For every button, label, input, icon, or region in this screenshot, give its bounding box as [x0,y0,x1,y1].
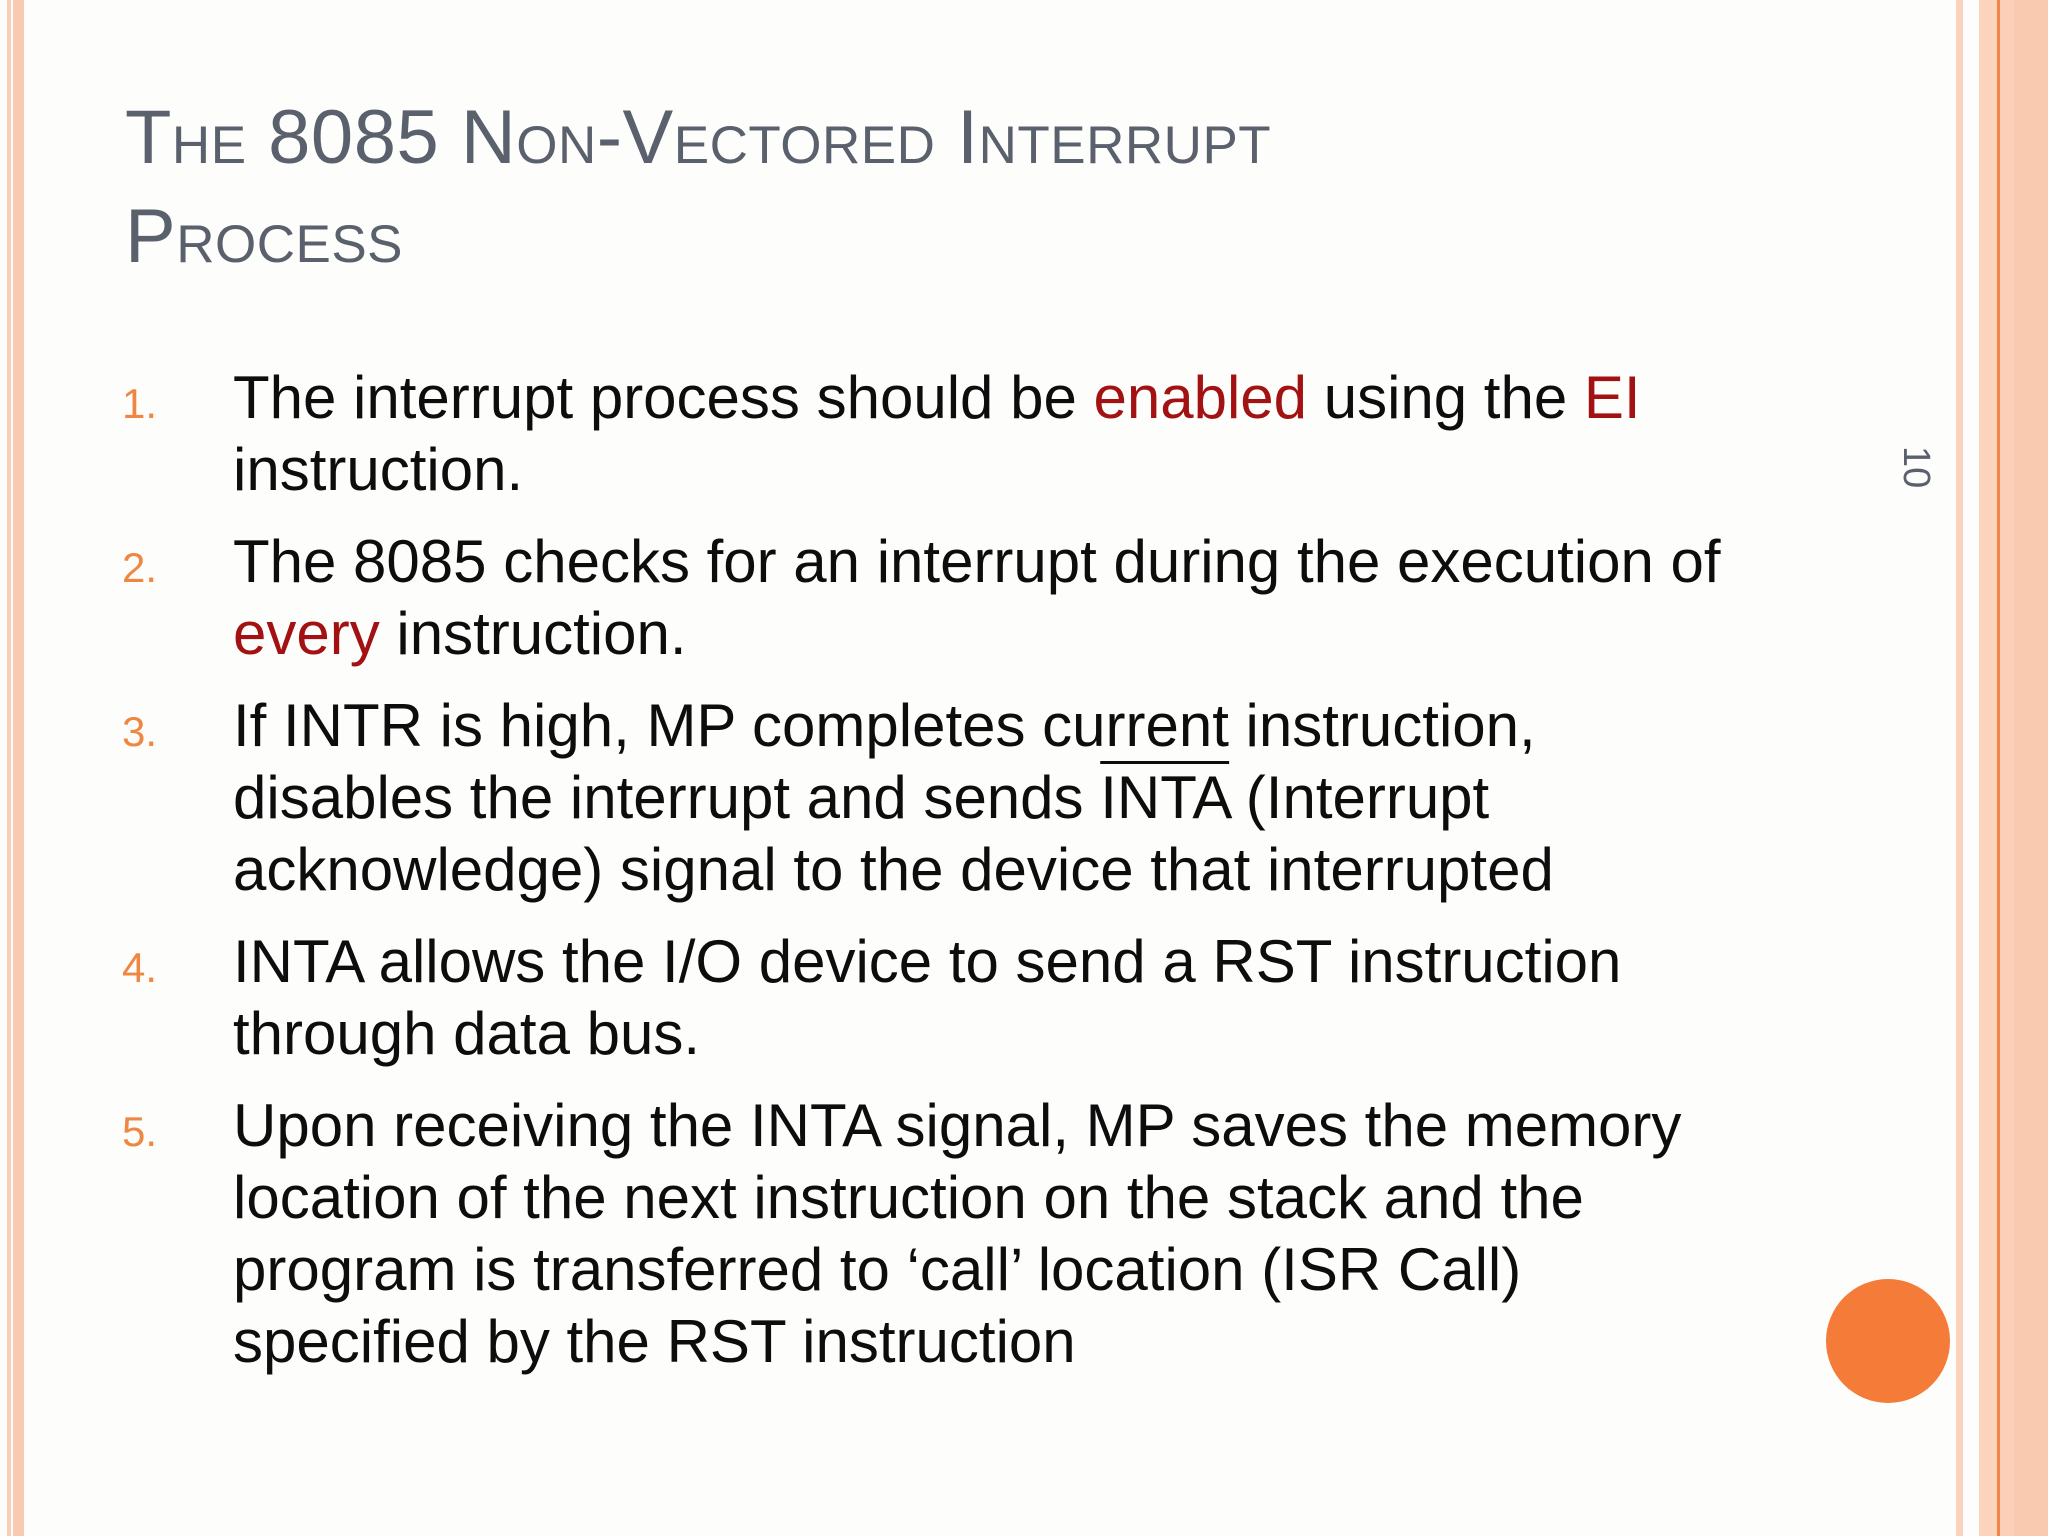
text-segment: The 8085 checks for an interrupt during … [233,528,1721,595]
right-border-stripe-mid [2000,0,2014,1536]
list-item: 3. If INTR is high, MP completes current … [122,690,1722,906]
text-line: instruction. [233,434,1722,506]
list-item-text: Upon receiving the INTA signal, MP saves… [233,1090,1722,1378]
text-segment: program is transferred to ‘call’ locatio… [233,1236,1522,1303]
list-item: 1. The interrupt process should be enable… [122,362,1722,506]
text-segment: disables the interrupt and sends [233,764,1101,831]
slide-title-line-2: Process [125,194,404,279]
text-line: acknowledge) signal to the device that i… [233,834,1722,906]
slide-title: The 8085 Non-Vectored Interrupt Process [125,88,1545,286]
text-segment: If INTR is high, MP completes current in… [233,692,1536,759]
right-border-stripe-edge [2014,0,2048,1536]
text-segment: acknowledge) signal to the device that i… [233,836,1554,903]
text-segment: location of the next instruction on the … [233,1164,1584,1231]
list-item-text: The interrupt process should be enabled … [233,362,1722,506]
text-segment: EI [1583,364,1641,431]
text-segment: Upon receiving the INTA signal, MP saves… [233,1092,1682,1159]
text-segment: every [233,600,380,667]
list-item-number: 2. [122,544,158,591]
text-line: If INTR is high, MP completes current in… [233,690,1722,762]
text-line: The 8085 checks for an interrupt during … [233,526,1722,598]
left-border-stripe-thin [7,0,11,1536]
right-border-stripe-thin [1956,0,1963,1536]
list-item-number: 1. [122,380,158,427]
list-item-number: 4. [122,944,158,991]
text-line: disables the interrupt and sends INTA (I… [233,762,1722,834]
list-item-text: INTA allows the I/O device to send a RST… [233,926,1722,1070]
text-segment: specified by the RST instruction [233,1308,1076,1375]
orange-circle-ornament [1826,1279,1950,1403]
text-line: Upon receiving the INTA signal, MP saves… [233,1090,1722,1162]
left-border-stripe-wide [13,0,24,1536]
list-item-number: 5. [122,1108,158,1155]
list-item-text: The 8085 checks for an interrupt during … [233,526,1722,670]
text-line: specified by the RST instruction [233,1306,1722,1378]
list-item: 2. The 8085 checks for an interrupt durin… [122,526,1722,670]
text-line: program is transferred to ‘call’ locatio… [233,1234,1722,1306]
list-item-text: If INTR is high, MP completes current in… [233,690,1722,906]
text-line: The interrupt process should be enabled … [233,362,1722,434]
text-segment: instruction. [233,436,524,503]
text-segment: through data bus. [233,1000,701,1067]
list-item-number: 3. [122,708,158,755]
right-border-stripe-inner [1979,0,1997,1536]
interrupt-steps-list: 1. The interrupt process should be enable… [122,362,1722,1398]
right-border-accent-line [1997,0,2000,1536]
text-line: location of the next instruction on the … [233,1162,1722,1234]
list-item: 5. Upon receiving the INTA signal, MP sav… [122,1090,1722,1378]
text-segment: The interrupt process should be [233,364,1094,431]
text-segment: (Interrupt [1229,764,1490,831]
list-item: 4. INTA allows the I/O device to send a R… [122,926,1722,1070]
text-line: INTA allows the I/O device to send a RST… [233,926,1722,998]
text-segment: using the [1307,364,1584,431]
text-segment: instruction. [379,600,687,667]
text-line: every instruction. [233,598,1722,670]
slide-page-number: 10 [1895,446,1937,489]
text-segment: INTA allows the I/O device to send a RST… [233,928,1622,995]
text-segment: enabled [1093,364,1308,431]
text-line: through data bus. [233,998,1722,1070]
text-segment: INTA [1100,764,1230,831]
slide-title-line-1: The 8085 Non-Vectored Interrupt [125,95,1272,180]
